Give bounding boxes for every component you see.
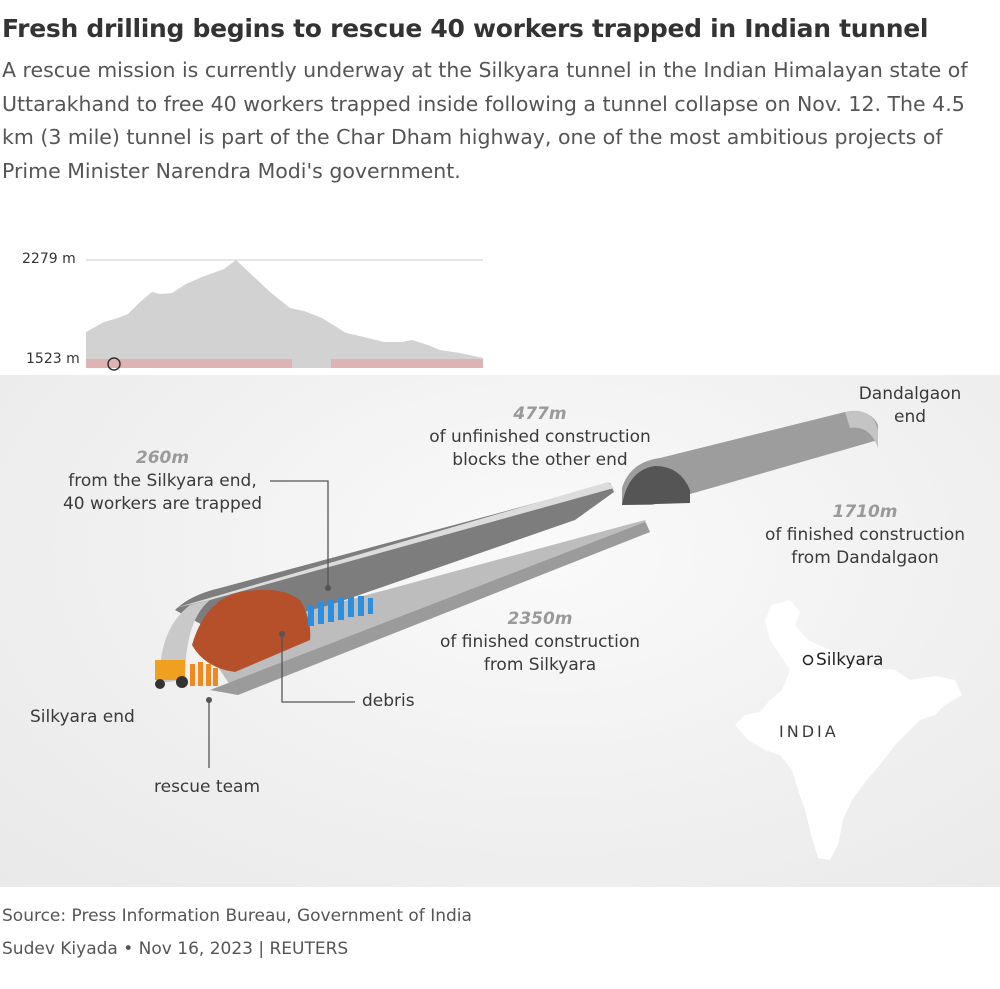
rescue-team-icon (155, 660, 218, 689)
finished-dandalgaon-annotation: 1710m of finished construction from Dand… (750, 501, 980, 570)
profile-bottom-label: 1523 m (26, 351, 80, 367)
description: A rescue mission is currently underway a… (2, 58, 968, 183)
unfinished-annotation: 477m of unfinished construction blocks t… (420, 403, 660, 472)
dandalgaon-end-label: Dandalgaon end (858, 384, 962, 427)
dandalgaon-tunnel-segment (622, 410, 878, 505)
finished-silkyara-text: of finished construction from Silkyara (440, 632, 640, 675)
debris-pile (192, 589, 311, 672)
finished-dandalgaon-distance: 1710m (832, 502, 898, 522)
finished-silkyara-annotation: 2350m of finished construction from Silk… (430, 608, 650, 677)
finished-silkyara-distance: 2350m (507, 609, 573, 629)
page-title: Fresh drilling begins to rescue 40 worke… (2, 14, 929, 43)
trapped-workers-icon (308, 596, 373, 626)
silkyara-marker-icon (107, 357, 121, 371)
profile-tunnel-built-silkyara (86, 359, 292, 368)
finished-dandalgaon-text: of finished construction from Dandalgaon (765, 525, 965, 568)
profile-tunnel-built-dandalgaon (331, 359, 483, 368)
profile-top-label: 2279 m (22, 251, 76, 267)
elevation-profile (86, 260, 483, 368)
unfinished-distance: 477m (513, 404, 567, 424)
india-map (735, 600, 962, 860)
debris-label: debris (362, 691, 415, 711)
map-place-label: Silkyara (816, 650, 884, 670)
map-country-label: INDIA (779, 722, 839, 741)
unfinished-text: of unfinished construction blocks the ot… (429, 427, 651, 470)
trapped-leader-line (270, 480, 329, 588)
trapped-distance: 260m (135, 448, 190, 468)
debris-leader-line (281, 634, 355, 703)
rescue-team-label: rescue team (154, 777, 261, 797)
trapped-annotation: 260m from the Silkyara end, 40 workers a… (55, 447, 270, 516)
silkyara-end-label: Silkyara end (30, 707, 135, 727)
silkyara-map-marker-icon (802, 654, 814, 666)
credit-line: Sudev Kiyada • Nov 16, 2023 | REUTERS (2, 939, 349, 959)
source-note: Source: Press Information Bureau, Govern… (2, 906, 472, 926)
trapped-text: from the Silkyara end, 40 workers are tr… (62, 471, 263, 514)
